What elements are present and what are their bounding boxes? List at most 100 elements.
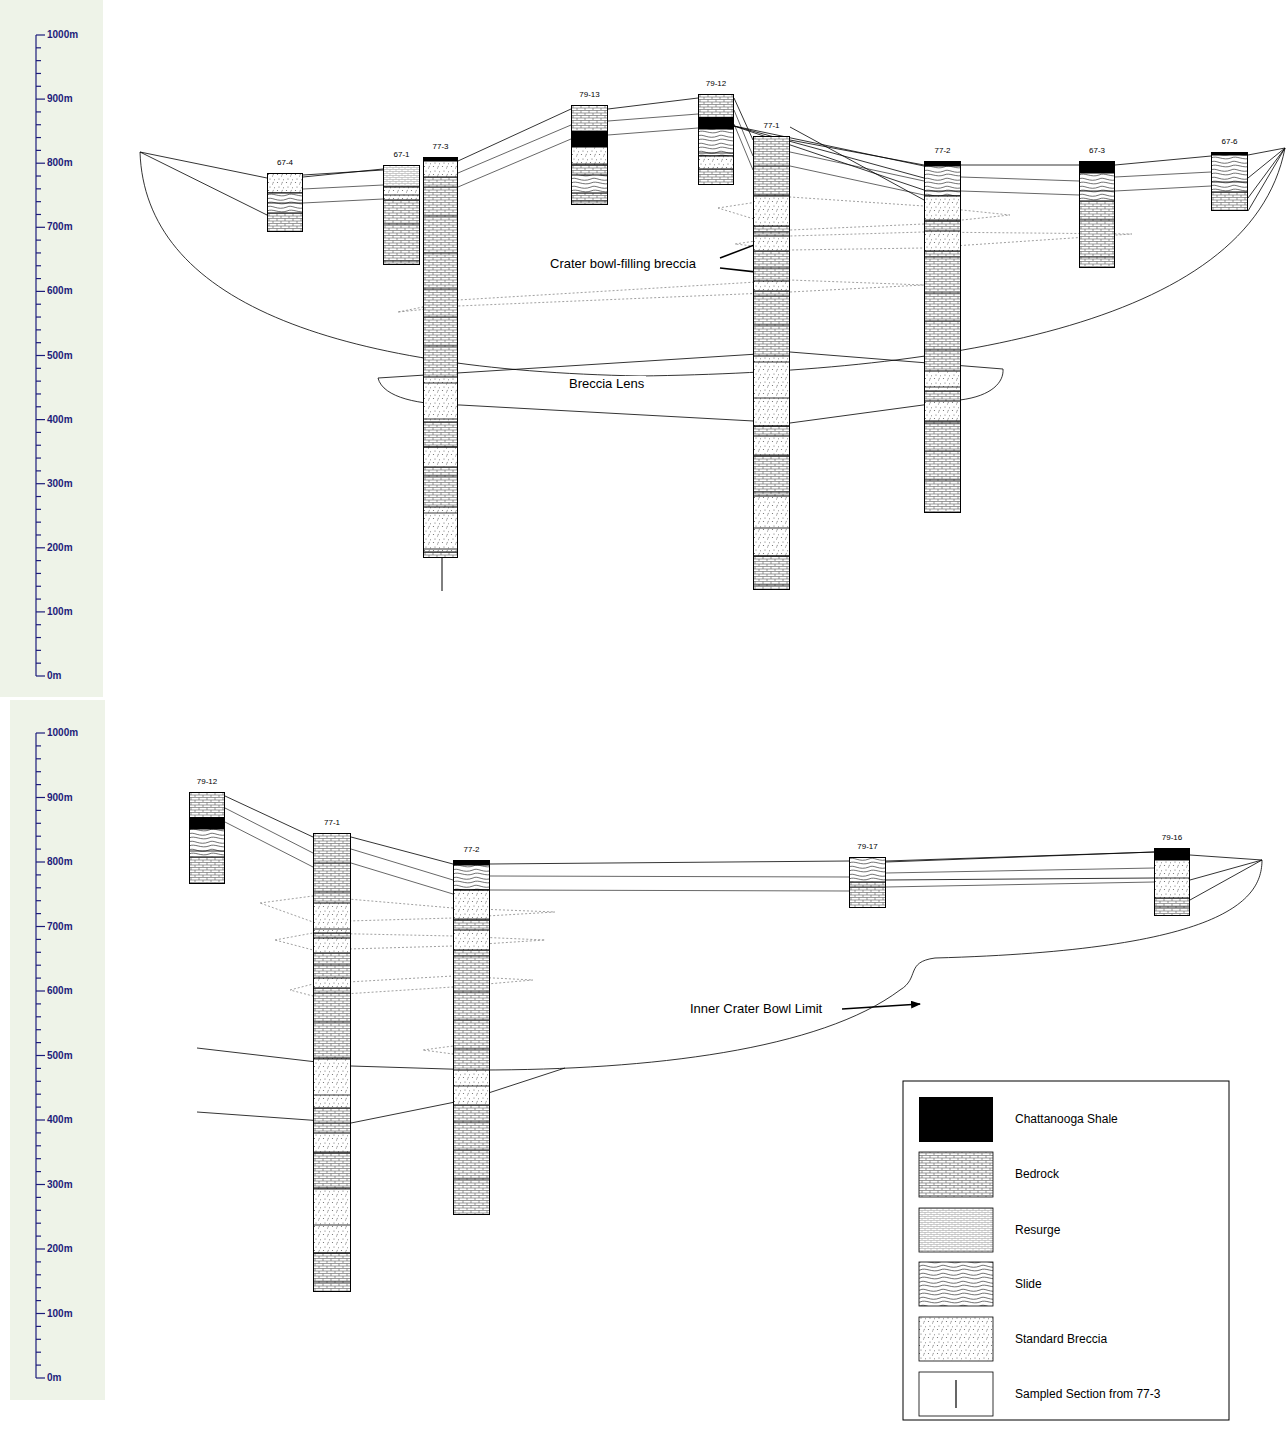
column-fill xyxy=(267,173,303,232)
well-column: 79-12 xyxy=(189,792,225,884)
column-fill xyxy=(313,833,351,1292)
scale-label: 700m xyxy=(47,922,73,932)
well-label: 77-3 xyxy=(432,142,448,151)
correlation-line xyxy=(351,863,453,894)
correlation-line xyxy=(351,837,453,864)
well-column: 79-12 xyxy=(698,94,734,185)
correlation-line xyxy=(458,109,571,161)
well-label: 77-1 xyxy=(324,818,340,827)
scale-label: 100m xyxy=(47,607,73,617)
well-column: 77-2 xyxy=(453,860,490,1215)
scale-label: 200m xyxy=(47,543,73,553)
legend-label: Chattanooga Shale xyxy=(1015,1112,1118,1126)
correlation-line xyxy=(734,110,753,156)
legend-label: Standard Breccia xyxy=(1015,1332,1107,1346)
correlation-line xyxy=(1115,156,1211,165)
correlation-line xyxy=(303,199,383,203)
scale-label: 900m xyxy=(47,94,73,104)
scale-label: 800m xyxy=(47,857,73,867)
scale-label: 700m xyxy=(47,222,73,232)
legend-label: Resurge xyxy=(1015,1223,1060,1237)
well-column: 79-16 xyxy=(1154,848,1190,916)
scale-label: 400m xyxy=(47,1115,73,1125)
correlation-line xyxy=(490,876,849,877)
correlation-line xyxy=(608,128,698,135)
correlation-line xyxy=(734,124,753,170)
well-label: 67-4 xyxy=(277,158,293,167)
correlation-line xyxy=(961,191,1079,195)
well-label: 79-16 xyxy=(1162,833,1182,842)
well-label: 77-2 xyxy=(934,146,950,155)
correlation-line xyxy=(225,796,313,837)
well-column: 77-1 xyxy=(313,833,351,1292)
scale-label: 500m xyxy=(47,351,73,361)
well-column: 67-1 xyxy=(383,165,420,265)
correlation-line xyxy=(961,177,1079,181)
well-label: 67-6 xyxy=(1221,137,1237,146)
correlation-line xyxy=(790,166,924,195)
column-fill xyxy=(1079,161,1115,268)
correlation-line xyxy=(303,169,383,177)
callout-label: Crater bowl-filling breccia xyxy=(548,256,698,271)
legend-label: Bedrock xyxy=(1015,1167,1059,1181)
correlation-line xyxy=(790,152,924,181)
well-label: 67-1 xyxy=(393,150,409,159)
correlation-line xyxy=(886,882,1154,887)
correlation-line xyxy=(225,808,313,853)
column-fill xyxy=(453,860,490,1215)
correlation-line xyxy=(608,98,698,109)
correlation-line xyxy=(351,849,453,880)
column-fill xyxy=(924,161,961,513)
well-column: 77-2 xyxy=(924,161,961,513)
well-column: 79-17 xyxy=(849,857,886,908)
correlation-line xyxy=(458,139,571,187)
scale-label: 300m xyxy=(47,479,73,489)
callout-label: Inner Crater Bowl Limit xyxy=(688,1001,824,1016)
correlation-line xyxy=(886,868,1154,873)
well-label: 79-17 xyxy=(857,842,877,851)
correlation-line xyxy=(225,822,313,867)
correlation-line xyxy=(303,185,383,189)
column-fill xyxy=(1211,152,1248,211)
correlation-line xyxy=(961,165,1079,166)
well-column: 77-1 xyxy=(753,136,790,590)
scale-label: 500m xyxy=(47,1051,73,1061)
scale-label: 0m xyxy=(47,1373,61,1383)
well-column: 77-3 xyxy=(423,157,458,558)
column-fill xyxy=(189,792,225,884)
scale-label: 100m xyxy=(47,1309,73,1319)
column-fill xyxy=(1154,848,1190,916)
well-column: 67-3 xyxy=(1079,161,1115,268)
well-column: 67-4 xyxy=(267,173,303,232)
well-label: 67-3 xyxy=(1089,146,1105,155)
column-fill xyxy=(698,94,734,185)
correlation-line xyxy=(790,140,924,165)
callout-label: Breccia Lens xyxy=(567,376,646,391)
column-fill xyxy=(383,165,420,265)
well-label: 79-13 xyxy=(579,90,599,99)
scale-label: 600m xyxy=(47,286,73,296)
column-fill xyxy=(849,857,886,908)
well-label: 79-12 xyxy=(706,79,726,88)
correlation-line xyxy=(490,861,849,864)
correlation-line xyxy=(490,890,849,891)
well-column: 67-6 xyxy=(1211,152,1248,211)
well-label: 77-2 xyxy=(463,845,479,854)
correlation-line xyxy=(458,125,571,173)
scale-label: 1000m xyxy=(47,728,78,738)
legend-label: Sampled Section from 77-3 xyxy=(1015,1387,1160,1401)
scale-label: 1000m xyxy=(47,30,78,40)
correlation-line xyxy=(608,114,698,121)
scale-label: 600m xyxy=(47,986,73,996)
correlation-line xyxy=(1115,186,1211,191)
column-fill xyxy=(423,157,458,558)
scale-label: 800m xyxy=(47,158,73,168)
well-column: 79-13 xyxy=(571,105,608,205)
correlation-line xyxy=(886,852,1154,861)
legend-label: Slide xyxy=(1015,1277,1042,1291)
well-label: 77-1 xyxy=(763,121,779,130)
scale-label: 0m xyxy=(47,671,61,681)
scale-label: 400m xyxy=(47,415,73,425)
column-fill xyxy=(571,105,608,205)
well-label: 79-12 xyxy=(197,777,217,786)
